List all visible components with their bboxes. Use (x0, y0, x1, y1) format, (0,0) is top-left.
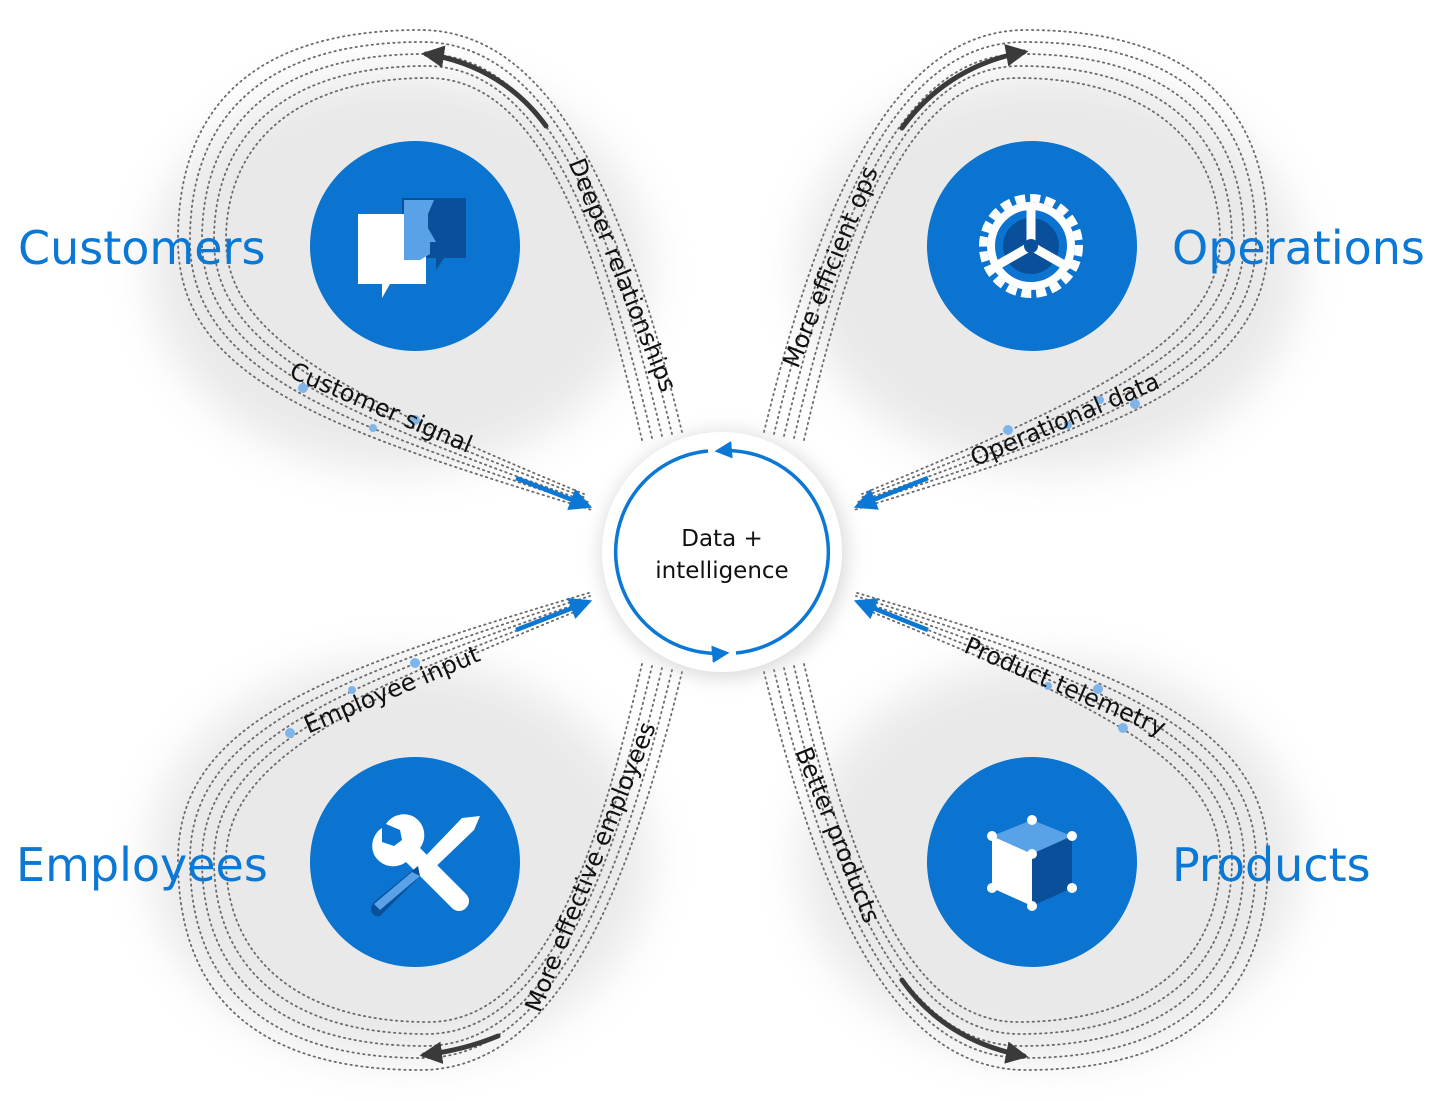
cube-icon (987, 815, 1077, 911)
gear-icon (979, 194, 1083, 298)
chat-person-icon (358, 198, 466, 298)
products-label: Products (1172, 838, 1371, 892)
arrow-deeper-relationships (421, 45, 549, 129)
loop-rings-operations (763, 29, 1269, 511)
loop-rings-employees (177, 591, 683, 1071)
employees-label: Employees (16, 838, 268, 892)
arrow-more-efficient-ops (899, 44, 1029, 131)
arrow-better-products (899, 977, 1029, 1064)
hub-cycle-arrows (613, 441, 831, 663)
arrow-product-telemetry (853, 598, 929, 633)
hub-circle (602, 432, 842, 672)
hub-title-line1: Data + (681, 526, 763, 552)
arrow-employee-input (515, 598, 593, 633)
loop-rings-products (763, 591, 1269, 1071)
wrench-screwdriver-icon (371, 814, 480, 917)
loop-rings-customers (177, 29, 683, 511)
hub-title-line2: intelligence (655, 558, 788, 584)
operations-label: Operations (1172, 221, 1425, 275)
flow-dots (285, 383, 1140, 738)
customers-label: Customers (18, 221, 265, 275)
arrow-customer-signal (515, 475, 593, 510)
arrow-operational-data (853, 475, 929, 510)
outbound-arrows (419, 44, 1029, 1064)
inbound-arrows (515, 475, 929, 633)
arrow-more-effective-employees (419, 1033, 501, 1064)
